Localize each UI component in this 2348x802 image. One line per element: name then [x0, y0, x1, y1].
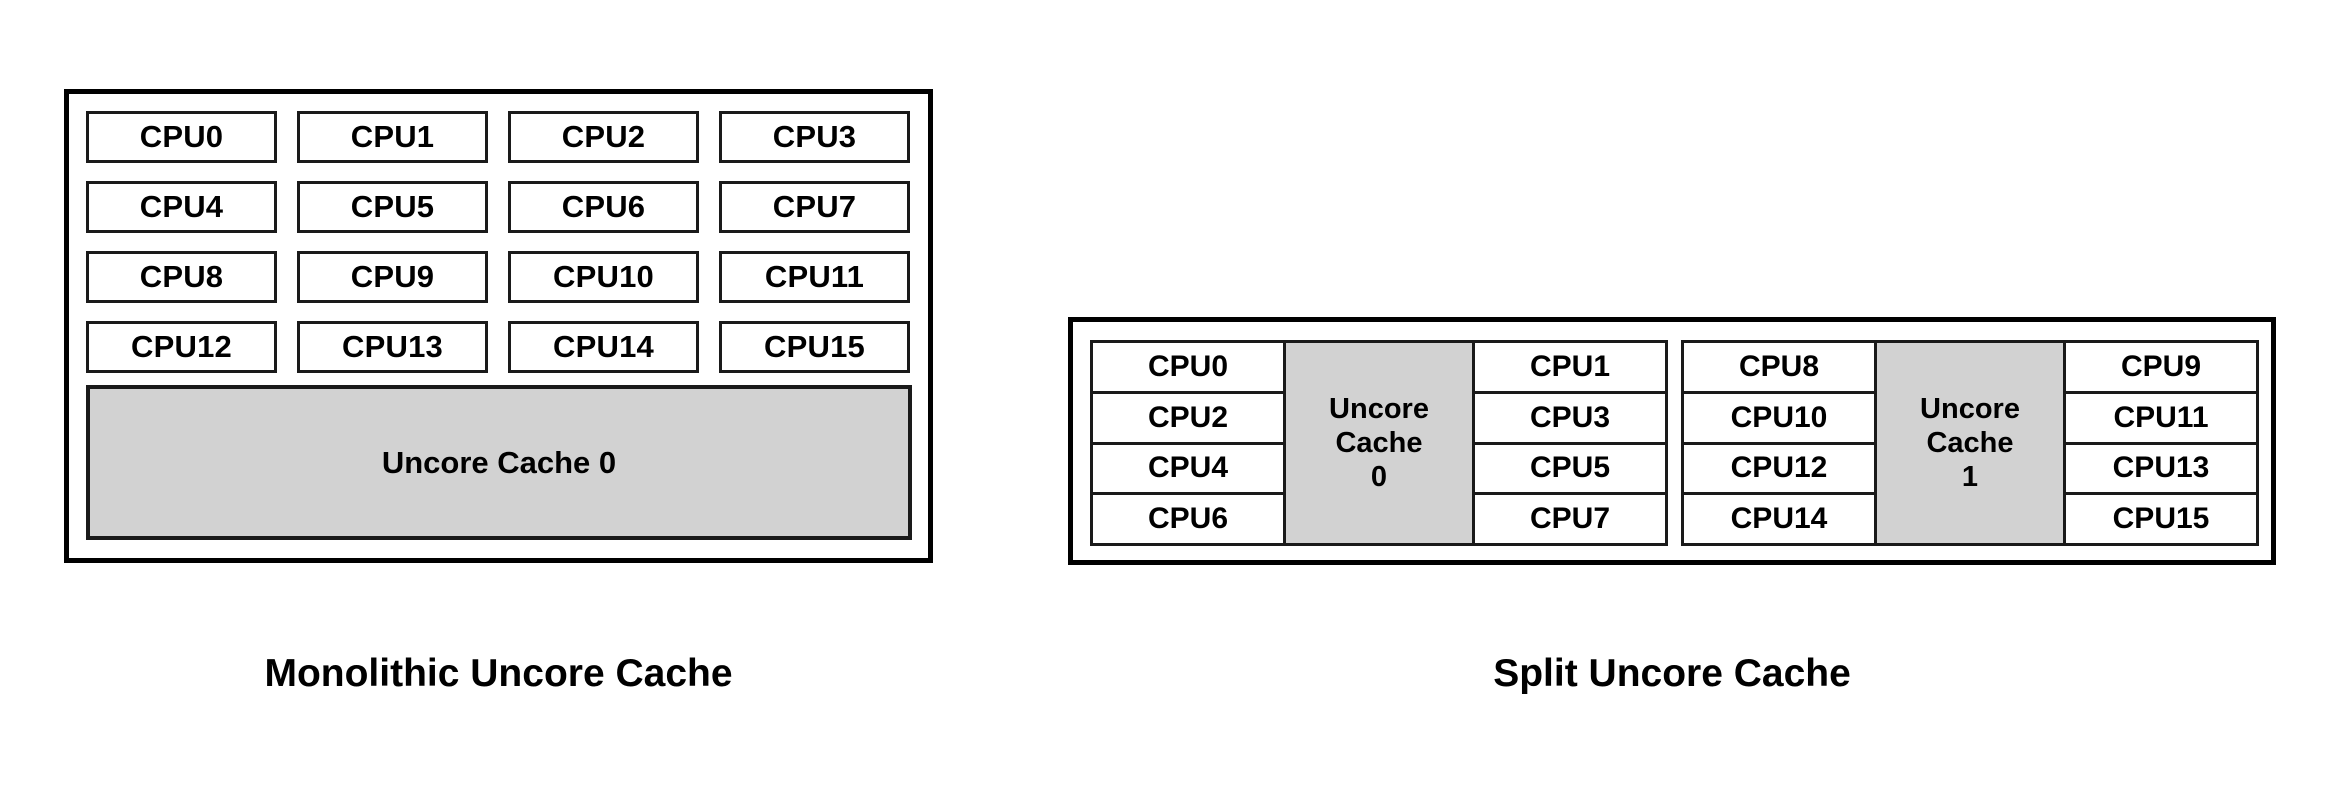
cpu-box: CPU5: [297, 181, 488, 233]
cpu-box: CPU4: [1093, 444, 1283, 496]
uncore-cache-block: Uncore Cache 0: [86, 385, 912, 540]
monolithic-uncore-cache-diagram: CPU0 CPU1 CPU2 CPU3 CPU4 CPU5 CPU6 CPU7 …: [64, 89, 933, 563]
cpu-box: CPU5: [1475, 444, 1665, 496]
cpu-box: CPU14: [508, 321, 699, 373]
cpu-box: CPU15: [2066, 495, 2256, 543]
cpu-grid: CPU0 CPU1 CPU2 CPU3 CPU4 CPU5 CPU6 CPU7 …: [86, 111, 912, 373]
cpu-box: CPU1: [297, 111, 488, 163]
cpu-box: CPU11: [719, 251, 910, 303]
cpu-column-left: CPU0 CPU2 CPU4 CPU6: [1093, 343, 1283, 543]
cpu-box: CPU14: [1684, 495, 1874, 543]
cpu-box: CPU15: [719, 321, 910, 373]
cpu-box: CPU2: [508, 111, 699, 163]
cpu-box: CPU2: [1093, 393, 1283, 445]
cpu-box: CPU3: [719, 111, 910, 163]
uncore-cache-label-line: Cache: [1926, 426, 2014, 459]
cpu-box: CPU9: [297, 251, 488, 303]
split-uncore-cache-diagram: CPU0 CPU2 CPU4 CPU6 Uncore Cache 0 CPU1 …: [1068, 317, 2276, 565]
cpu-box: CPU4: [86, 181, 277, 233]
uncore-cache-index: 1: [1961, 461, 1979, 494]
uncore-cache-block: Uncore Cache 0: [1283, 343, 1475, 543]
cpu-box: CPU12: [1684, 444, 1874, 496]
cpu-box: CPU8: [1684, 343, 1874, 394]
cpu-column-right: CPU1 CPU3 CPU5 CPU7: [1475, 343, 1665, 543]
uncore-cache-label-line: Uncore: [1920, 392, 2020, 425]
cpu-box: CPU10: [1684, 393, 1874, 445]
cpu-box: CPU10: [508, 251, 699, 303]
cpu-box: CPU6: [508, 181, 699, 233]
cpu-column-right: CPU9 CPU11 CPU13 CPU15: [2066, 343, 2256, 543]
uncore-cache-block: Uncore Cache 1: [1874, 343, 2066, 543]
cpu-box: CPU0: [1093, 343, 1283, 394]
split-diagram-caption: Split Uncore Cache: [1493, 652, 1851, 695]
cpu-box: CPU0: [86, 111, 277, 163]
cpu-box: CPU12: [86, 321, 277, 373]
cpu-box: CPU7: [1475, 495, 1665, 543]
cache-group: CPU8 CPU10 CPU12 CPU14 Uncore Cache 1 CP…: [1681, 340, 2259, 546]
uncore-cache-index: 0: [1370, 461, 1388, 494]
cpu-box: CPU6: [1093, 495, 1283, 543]
cpu-box: CPU11: [2066, 393, 2256, 445]
cpu-column-left: CPU8 CPU10 CPU12 CPU14: [1684, 343, 1874, 543]
cpu-box: CPU7: [719, 181, 910, 233]
cpu-box: CPU13: [2066, 444, 2256, 496]
cpu-box: CPU9: [2066, 343, 2256, 394]
cache-group: CPU0 CPU2 CPU4 CPU6 Uncore Cache 0 CPU1 …: [1090, 340, 1668, 546]
cpu-box: CPU1: [1475, 343, 1665, 394]
uncore-cache-label-line: Uncore: [1329, 392, 1429, 425]
monolithic-diagram-caption: Monolithic Uncore Cache: [264, 652, 733, 695]
cpu-box: CPU8: [86, 251, 277, 303]
cpu-box: CPU13: [297, 321, 488, 373]
uncore-cache-label-line: Cache: [1335, 426, 1423, 459]
cpu-box: CPU3: [1475, 393, 1665, 445]
